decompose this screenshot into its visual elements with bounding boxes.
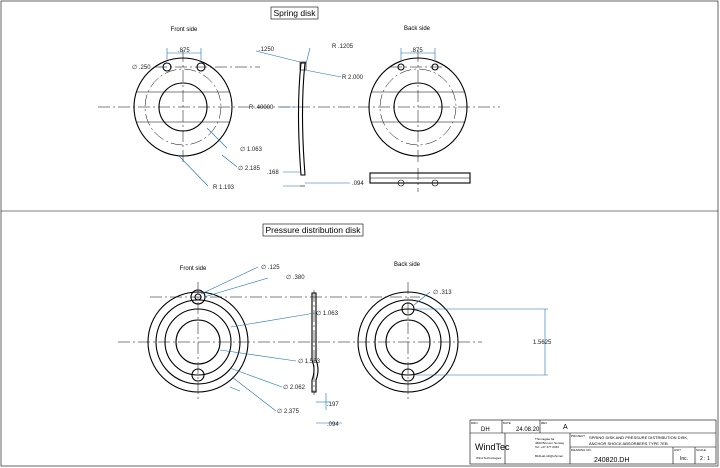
spring-dim-thk: .1250 (259, 47, 275, 53)
spring-dim-hole: ∅ .250 (132, 64, 151, 71)
pressure-dim-313: ∅ .313 (433, 289, 452, 296)
pressure-front-view (147, 282, 249, 402)
pressure-dim-2375: ∅ 2.375 (277, 408, 300, 415)
title-block: DRN DH DATE 24.08.20 REV. A WindTec Wind… (469, 419, 717, 465)
spring-bottom-projection (369, 168, 471, 192)
tb-date: 24.08.20 (516, 427, 540, 433)
pressure-dim-197: .197 (327, 402, 339, 408)
tb-rev-label: REV. (541, 421, 548, 425)
pressure-dim-15625: 1.5625 (533, 340, 552, 346)
tb-address2: 4600 Brummr Norway (535, 441, 565, 445)
tb-company-sub: Wind Technologies (476, 456, 502, 460)
spring-front-view (133, 48, 260, 165)
tb-project-label: PROJECT (571, 434, 585, 438)
tb-project-line2: ANCHOR SHOCK ABSORBERS TYPE 7EB (589, 441, 668, 446)
tb-email: BirdLab.idz@ohmnet (535, 454, 563, 458)
pressure-dim-063: ∅ 1.063 (316, 310, 339, 317)
spring-title-box (270, 6, 319, 20)
tb-scale-label: SCALE (696, 448, 706, 452)
pressure-side-profile (311, 290, 319, 395)
tb-unit-label: UNIT (674, 448, 681, 452)
spring-dim-r-large: R 2.000 (342, 75, 364, 81)
spring-disk-section: Spring disk Front side Back side (98, 6, 500, 192)
spring-side-profile (297, 61, 307, 187)
spring-back-label: Back side (404, 26, 431, 32)
pressure-title: Pressure distribution disk (266, 225, 362, 235)
pressure-dim-094: .094 (327, 422, 339, 428)
spring-title: Spring disk (273, 8, 316, 18)
tb-drawn-label: DRN (471, 421, 478, 425)
spring-dim-r-mid: R .40000 (249, 105, 274, 111)
tb-address1: Thomagate 6a (535, 437, 555, 441)
tb-company: WindTec (475, 442, 510, 452)
tb-project-line1: SPRING DISK AND PRESSURE DISTRIBUTION DI… (589, 435, 688, 440)
pressure-front-label: Front side (180, 266, 207, 272)
pressure-back-view (357, 282, 459, 402)
spring-dim-radius: R 1.193 (213, 185, 235, 191)
tb-drawn: DH (481, 427, 490, 433)
spring-back-view (368, 48, 468, 165)
pressure-disk-section: Pressure distribution disk Front side Ba… (118, 223, 552, 428)
pressure-dim-2062: ∅ 2.062 (283, 384, 306, 391)
tb-drawing-no: 240820.DH (594, 457, 629, 464)
tb-rev: A (563, 424, 568, 431)
spring-dim-spacing-back: .875 (411, 48, 423, 54)
spring-dim-h2: .094 (352, 181, 364, 187)
tb-unit: Inc. (680, 456, 688, 462)
tb-scale: 2 : 1 (700, 456, 710, 462)
pressure-title-box (262, 223, 364, 237)
pressure-dim-380: ∅ .380 (286, 274, 305, 281)
spring-front-label: Front side (171, 27, 198, 33)
spring-dim-outer: ∅ 2.185 (238, 165, 261, 172)
pressure-dim-1563: ∅ 1.563 (298, 358, 321, 365)
spring-dim-r-small: R .1205 (332, 44, 354, 50)
pressure-back-label: Back side (394, 262, 421, 268)
tb-address3: Tel: +47 377 0463 (535, 445, 559, 449)
spring-dim-spacing-front: .875 (178, 48, 190, 54)
spring-dim-inner: ∅ 1.063 (240, 146, 263, 153)
pressure-dim-125: ∅ .125 (261, 264, 280, 271)
tb-date-label: DATE (503, 421, 511, 425)
tb-drawing-no-label: DRAWING NO. (571, 448, 592, 452)
spring-dim-h1: .168 (267, 170, 279, 176)
